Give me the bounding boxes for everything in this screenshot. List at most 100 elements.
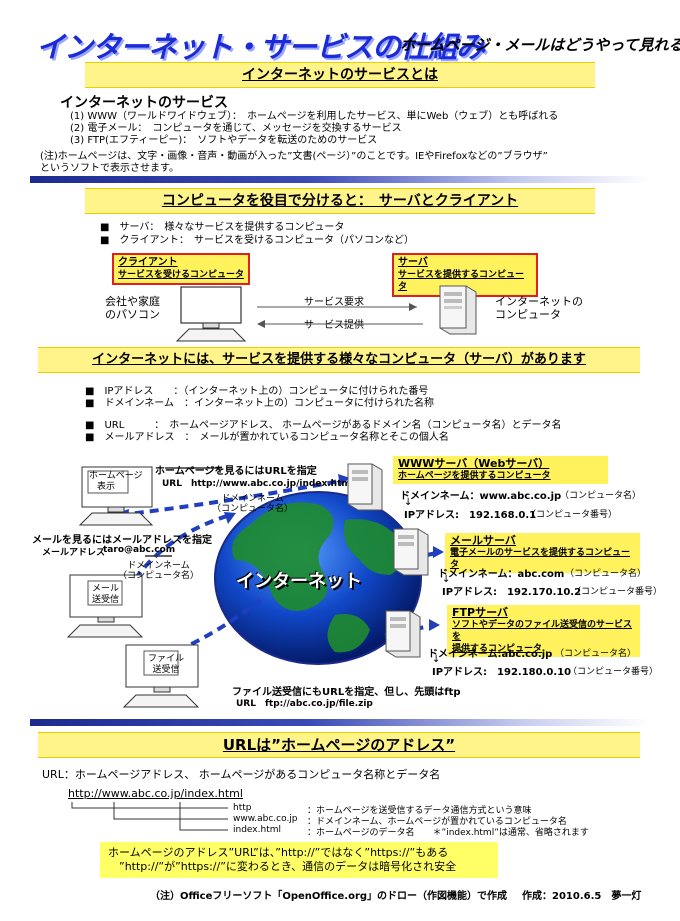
divider	[30, 719, 650, 726]
server-box-desc: サービスを提供するコンピュータ	[398, 270, 525, 292]
band-text: URLは”ホームページのアドレス”	[222, 736, 456, 754]
service-item-mail: (2) 電子メール： コンピュータを通じて、メッセージを交換するサービス	[70, 123, 402, 134]
mail-address-value: taro@abc.com	[103, 545, 176, 555]
client-definition: ■ クライアント： サービスを受けるコンピュータ（パソコンなど）	[100, 235, 415, 246]
ftp-pc-screen-line2: 送受信	[152, 665, 180, 675]
www-ip: IPアドレス: 192.168.0.1	[404, 510, 537, 521]
server-caption: インターネットの コンピュータ	[495, 295, 583, 321]
url-part-file-desc: ：ホームページのデータ名 ＊”index.html”は通常、省略されます	[307, 828, 589, 838]
band-text: コンピュータを役目で分けると： サーバとクライアント	[161, 193, 519, 209]
request-response-arrows	[257, 303, 423, 328]
section-band-url: URLは”ホームページのアドレス”	[38, 732, 640, 758]
url-part-file: index.html	[233, 825, 281, 835]
ftp-server-title: FTPサーバ	[452, 606, 508, 619]
www-domain-note: （コンピュータ名）	[560, 491, 642, 501]
url-breakdown-lines	[71, 802, 228, 831]
web-pc-screen-line1: ホームページ	[89, 471, 143, 481]
divider	[30, 176, 650, 183]
web-url: URL http://www.abc.co.jp/index.html	[162, 479, 354, 489]
ftp-domain: ドメインネーム:abc.co.jp	[428, 649, 553, 660]
ftp-domain-note: （コンピュータ名）	[555, 649, 637, 659]
ftp-server-desc2: 提供するコンピュータ	[452, 644, 543, 654]
server-caption-line1: インターネットの	[495, 295, 583, 308]
def-url: ■ URL ： ホームページアドレス、 ホームページがあるドメイン名（コンピュー…	[85, 420, 562, 431]
www-domain: ドメインネーム：www.abc.co.jp	[400, 491, 562, 502]
service-item-ftp: (3) FTP(エフティーピー)： ソフトやデータを転送のためのサービス	[70, 135, 378, 146]
mail-pc-screen: メール送受信	[92, 584, 119, 606]
ftp-caption: ファイル送受信にもURLを指定、但し、先頭はftp	[232, 687, 461, 698]
web-domain-note: ドメインネーム（コンピュータ名）	[212, 494, 293, 514]
page-title: インターネット・サービスの仕組み	[36, 30, 485, 64]
server-caption-line2: コンピュータ	[495, 308, 561, 321]
mail-server-box: メールサーバ 電子メールのサービスを提供するコンピュータ	[445, 533, 640, 573]
ftp-pc-screen-line1: ファイル	[148, 654, 185, 664]
page-subtitle: ホームページ・メールはどうやって見れるの？	[400, 36, 680, 54]
mail-pc-screen-line1: メール	[92, 584, 120, 594]
section-band-services: インターネットのサービスとは	[85, 62, 595, 88]
url-part-domain: www.abc.co.jp	[233, 814, 298, 824]
band-text: インターネットのサービスとは	[242, 67, 438, 83]
web-caption: ホームページを見るにはURLを指定	[155, 466, 317, 477]
ftp-ip: IPアドレス: 192.180.0.10	[432, 667, 572, 678]
def-mail-address: ■ メールアドレス ： メールが置かれているコンピュータ名称とそこの個人名	[85, 432, 449, 443]
def-domain-name: ■ ドメインネーム ：インターネット上の）コンピュータに付けられた名称	[85, 398, 434, 409]
web-pc-icon	[78, 466, 154, 526]
server-computer-icon	[439, 285, 477, 335]
client-caption-line1: 会社や家庭	[105, 295, 160, 308]
ftp-server-desc1: ソフトやデータのファイル送受信のサービスを	[452, 620, 633, 642]
homepage-note-line1: (注)ホームページは、文字・画像・音声・動画が入った”文書(ページ）”のことです…	[40, 151, 548, 162]
mail-domain-note-line1: ドメインネーム	[127, 561, 190, 571]
https-note-line1: ホームページのアドレス”URL”は、”http://”ではなく”https://…	[108, 846, 449, 859]
service-item-www: (1) WWW（ワールドワイドウェブ）： ホームページを利用したサービス、単にW…	[70, 111, 559, 122]
mail-pc-icon	[66, 574, 144, 638]
www-server-desc: ホームページを提供するコンピュータ	[398, 471, 551, 481]
url-intro: URL：ホームページアドレス、 ホームページがあるコンピュータ名称とデータ名	[42, 768, 441, 781]
def-ip-address: ■ IPアドレス ：（インターネット上の）コンピュータに付けられた番号	[85, 386, 429, 397]
mail-pc-screen-line2: 送受信	[92, 595, 120, 605]
ftp-pc-icon	[122, 644, 200, 708]
mail-domain-note: ドメインネーム（コンピュータ名）	[118, 561, 199, 581]
services-heading: インターネットのサービス	[60, 95, 228, 111]
client-caption: 会社や家庭 のパソコン	[105, 295, 160, 321]
url-example: http://www.abc.co.jp/index.html	[68, 787, 243, 800]
web-pc-screen: ホームページ表示	[89, 471, 143, 493]
client-caption-line2: のパソコン	[105, 308, 160, 321]
client-box-desc: サービスを受けるコンピュータ	[118, 270, 245, 280]
mail-server-title: メールサーバ	[450, 534, 516, 547]
section-band-server-client: コンピュータを役目で分けると： サーバとクライアント	[85, 188, 595, 214]
mail-ip-note: （コンピュータ番号）	[572, 587, 663, 597]
https-note-line2: ”http://”が”https://”に変わるとき、通信のデータは暗号化され安…	[108, 860, 457, 873]
ftp-arrow: ↓	[432, 654, 441, 665]
mail-domain-note-line2: （コンピュータ名）	[118, 571, 200, 581]
web-pc-screen-line2: 表示	[97, 482, 116, 492]
mail-ip: IPアドレス: 192.170.10.2	[442, 587, 582, 598]
server-box-title: サーバ	[398, 257, 428, 268]
mail-server-desc: 電子メールのサービスを提供するコンピュータ	[450, 548, 631, 570]
mail-address-label: メールアドレス	[42, 548, 106, 558]
url-part-domain-desc: ：ドメインネーム、ホームページが置かれているコンピュータ名	[307, 817, 567, 827]
ftp-ip-note: （コンピュータ番号）	[568, 667, 659, 677]
www-arrow: ↓	[404, 497, 413, 508]
service-provide-label: サービス提供	[304, 320, 364, 331]
footer-credit: （注）Officeフリーソフト「OpenOffice.org」のドロー（作図機能…	[150, 891, 508, 902]
mail-domain: ドメインネーム：abc.com	[438, 569, 565, 580]
web-domain-note-line2: （コンピュータ名）	[212, 504, 294, 514]
section-band-servers: インターネットには、サービスを提供する様々なコンピュータ（サーバ）があります	[38, 347, 640, 373]
mail-arrow: ↓	[442, 574, 451, 585]
ftp-server-icon	[385, 610, 421, 658]
https-note: ホームページのアドレス”URL”は、”http://”ではなく”https://…	[100, 842, 498, 878]
www-server-title: WWWサーバ（Webサーバ）	[398, 457, 550, 470]
mail-domain-note: （コンピュータ名）	[565, 569, 647, 579]
client-box-title: クライアント	[118, 257, 178, 268]
mail-caption: メールを見るにはメールアドレスを指定	[32, 535, 212, 546]
footer-date: 作成：2010.6.5 夢一灯	[522, 891, 642, 902]
url-part-protocol: http	[233, 803, 252, 813]
ftp-pc-screen: ファイル送受信	[148, 654, 184, 676]
url-part-protocol-desc: ：ホームページを送受信するデータ通信方式という意味	[307, 806, 532, 816]
globe-label: インターネット	[236, 571, 362, 592]
client-computer-icon	[175, 286, 247, 342]
web-domain-note-line1: ドメインネーム	[221, 494, 284, 504]
www-server-box: WWWサーバ（Webサーバ） ホームページを提供するコンピュータ	[393, 456, 608, 484]
ftp-server-box: FTPサーバ ソフトやデータのファイル送受信のサービスを 提供するコンピュータ	[447, 605, 640, 657]
client-label-box: クライアント サービスを受けるコンピュータ	[112, 253, 250, 285]
